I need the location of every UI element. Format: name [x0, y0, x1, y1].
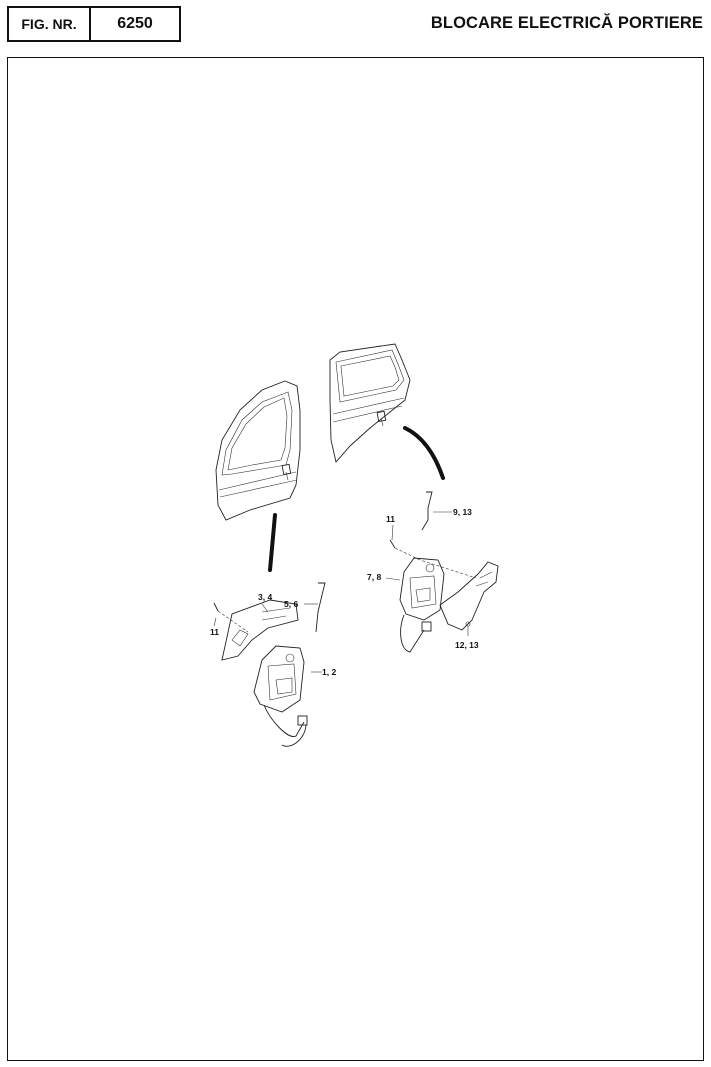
callout-rear-bracket: 12, 13 — [455, 640, 479, 650]
front-actuator-part — [253, 645, 308, 747]
rear-screw-part — [389, 539, 477, 579]
front-rod-part — [315, 582, 326, 633]
rear-rod-part — [421, 491, 433, 531]
rear-pointer-stroke — [403, 426, 445, 480]
leader-rear-11 — [391, 524, 394, 541]
leader-front-11 — [213, 617, 217, 627]
front-screw-part — [213, 602, 249, 633]
leader-3-4 — [261, 603, 269, 613]
figure-number-value: 6250 — [117, 15, 153, 32]
rear-bracket-part — [439, 561, 499, 631]
rear-door-drawing — [329, 343, 411, 463]
drawing-frame — [7, 57, 704, 1061]
leader-7-8 — [385, 577, 401, 581]
figure-number-box: FIG. NR. 6250 — [7, 6, 181, 42]
callout-front-bracket: 3, 4 — [258, 592, 272, 602]
callout-rear-screw: 11 — [386, 514, 395, 524]
front-pointer-stroke — [268, 513, 277, 572]
callout-rear-rod: 9, 13 — [453, 507, 472, 517]
page-title: BLOCARE ELECTRICĂ PORTIERE — [430, 14, 703, 32]
rear-actuator-part — [399, 557, 445, 653]
callout-front-rod: 5, 6 — [284, 599, 298, 609]
figure-number-label: FIG. NR. — [9, 8, 91, 40]
front-bracket-part — [221, 599, 299, 661]
callout-front-actuator: 1, 2 — [322, 667, 336, 677]
callout-rear-actuator: 7, 8 — [367, 572, 381, 582]
front-door-drawing — [215, 380, 301, 521]
callout-front-screw: 11 — [210, 627, 219, 637]
